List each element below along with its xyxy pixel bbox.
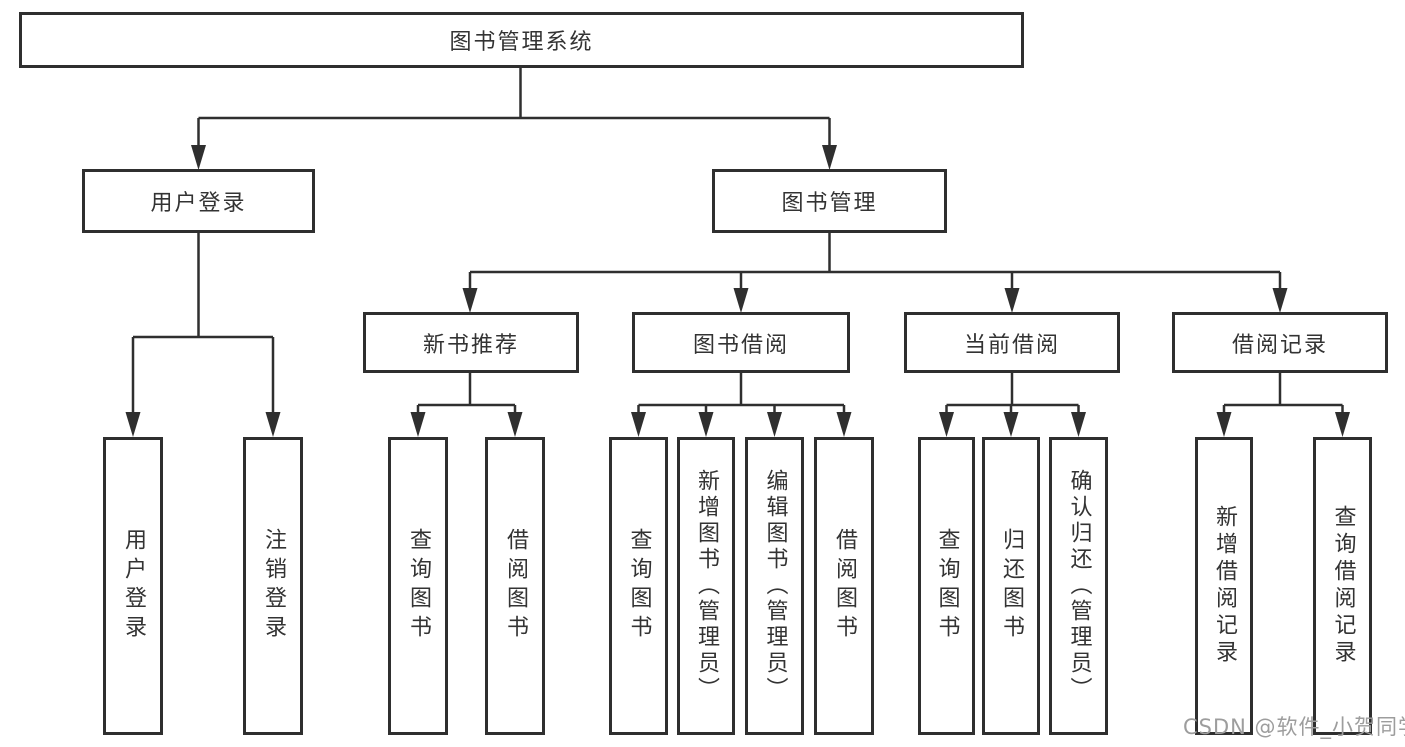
leaf-borrowing-add-books-admin: 新增图书（管理员） — [677, 437, 735, 735]
leaf-records-query-borrow-record: 查询借阅记录 — [1313, 437, 1372, 735]
csdn-watermark: CSDN @软件_小贺同学 — [1183, 715, 1405, 739]
leaf-borrowing-edit-books-admin: 编辑图书（管理员） — [745, 437, 804, 735]
leaf-records-add-borrow-record: 新增借阅记录 — [1195, 437, 1253, 735]
leaf-recommend-query-books: 查询图书 — [388, 437, 448, 735]
leaf-logout: 注销登录 — [243, 437, 303, 735]
leaf-current-return-books: 归还图书 — [982, 437, 1040, 735]
node-root-library-system: 图书管理系统 — [19, 12, 1024, 68]
leaf-borrowing-query-books: 查询图书 — [609, 437, 668, 735]
leaf-borrowing-borrow-books: 借阅图书 — [814, 437, 874, 735]
leaf-user-login: 用户登录 — [103, 437, 163, 735]
arrowhead-icons — [125, 145, 1350, 437]
node-borrow-records: 借阅记录 — [1172, 312, 1388, 373]
node-user-login: 用户登录 — [82, 169, 315, 233]
node-current-borrowing: 当前借阅 — [904, 312, 1120, 373]
node-book-management: 图书管理 — [712, 169, 947, 233]
leaf-current-query-books: 查询图书 — [918, 437, 975, 735]
leaf-recommend-borrow-books: 借阅图书 — [485, 437, 545, 735]
leaf-current-confirm-return-admin: 确认归还（管理员） — [1049, 437, 1108, 735]
node-new-book-recommend: 新书推荐 — [363, 312, 579, 373]
node-book-borrowing: 图书借阅 — [632, 312, 850, 373]
